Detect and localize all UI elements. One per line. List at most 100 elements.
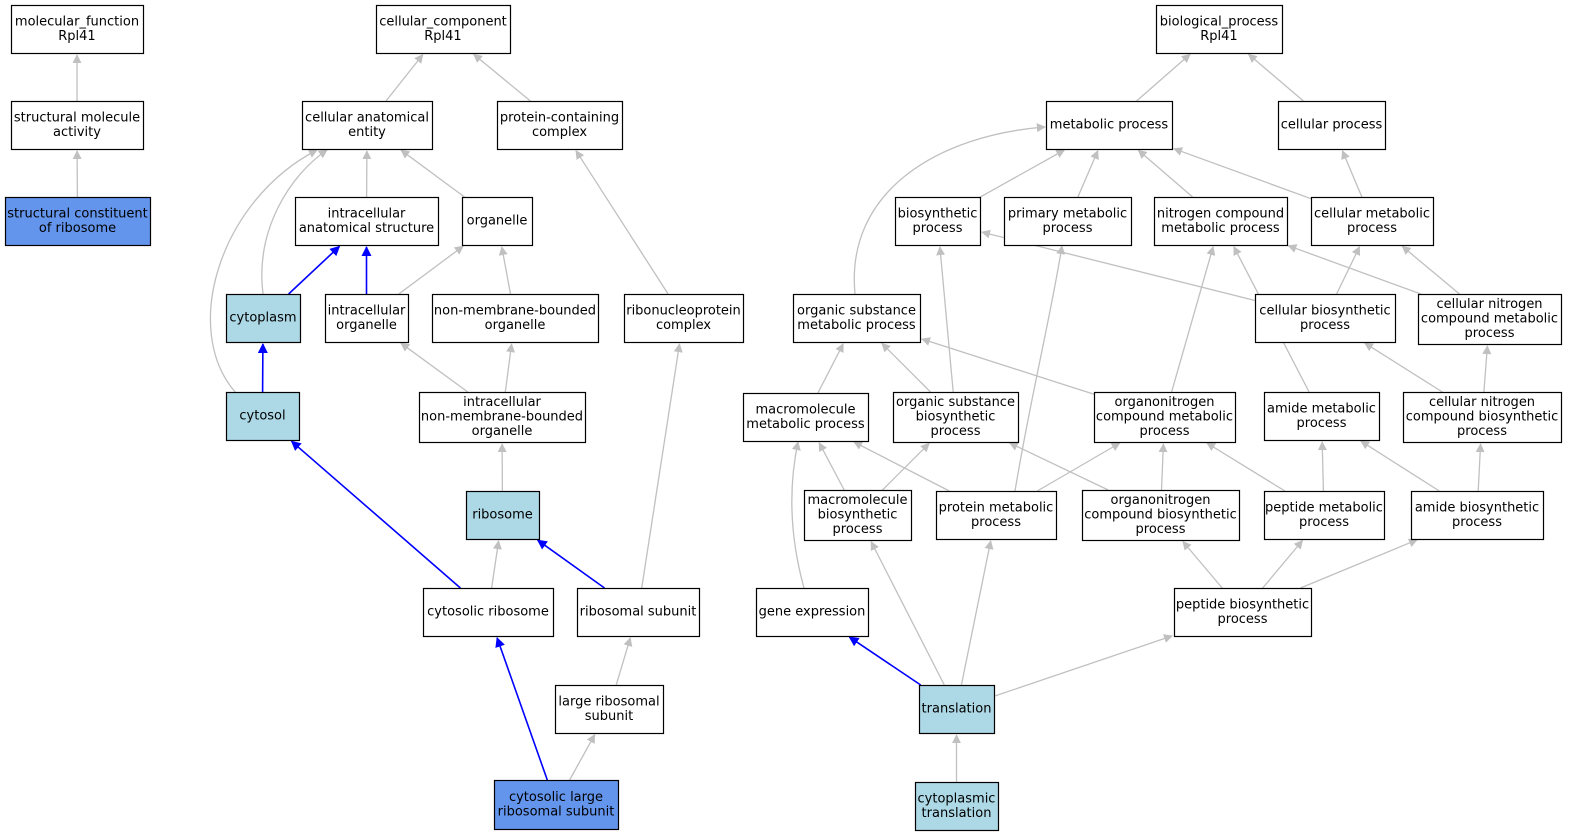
node-label-line: non-membrane-bounded: [421, 410, 583, 425]
edge-cellular-nitrogen-compound-metabolic-process-to-cellular-metabolic-process: [1401, 245, 1460, 295]
node-label-line: ribonucleoprotein: [626, 303, 741, 318]
node-box: [4, 196, 152, 247]
node-label-line: organelle: [336, 318, 397, 333]
node-intracellular-nmb-organelle[interactable]: intracellularnon-membrane-boundedorganel…: [418, 391, 587, 444]
node-label-line: process: [1136, 522, 1186, 537]
edge-protein-metabolic-process-to-primary-metabolic-process: [1014, 245, 1066, 492]
node-label-line: biosynthetic: [818, 508, 898, 523]
node-label-line: biosynthetic: [898, 206, 978, 221]
node-cytosolic-ribosome[interactable]: cytosolic ribosome: [422, 587, 555, 638]
node-gene-expression[interactable]: gene expression: [755, 587, 870, 638]
node-label-line: cellular anatomical: [305, 110, 429, 125]
node-label-line: compound metabolic: [1421, 312, 1558, 327]
node-label-line: organelle: [467, 214, 528, 229]
edge-cytosolic-large-ribosomal-subunit-to-large-ribosomal-subunit: [569, 733, 596, 781]
edge-organic-substance-biosynthetic-process-to-organic-substance-metabolic-process: [881, 342, 931, 393]
node-translation[interactable]: translation: [918, 684, 996, 735]
node-organelle[interactable]: organelle: [461, 196, 534, 247]
node-label-line: intracellular: [463, 395, 541, 410]
node-cytosol[interactable]: cytosol: [225, 391, 301, 442]
edge-amide-biosynthetic-process-to-amide-metabolic-process: [1360, 440, 1440, 492]
node-ribosomal-subunit[interactable]: ribosomal subunit: [576, 587, 701, 638]
node-label-line: process: [1140, 424, 1190, 439]
node-label-line: activity: [53, 125, 101, 140]
node-label-line: translation: [922, 806, 992, 821]
node-label-line: process: [1297, 416, 1347, 431]
node-box: [1263, 490, 1386, 541]
node-box: [1081, 489, 1241, 542]
edge-cellular-nitrogen-compound-biosynthetic-process-to-cellular-nitrogen-compound-metabolic-process: [1482, 345, 1492, 393]
node-cellular-process[interactable]: cellular process: [1277, 100, 1387, 151]
node-box: [461, 196, 534, 247]
node-label-line: process: [971, 515, 1021, 530]
edge-protein-metabolic-process-to-organonitrogen-compound-metabolic-process: [1036, 442, 1121, 492]
node-label-line: process: [913, 221, 963, 236]
edge-organic-substance-biosynthetic-process-to-biosynthetic-process: [936, 246, 954, 393]
node-label-line: biosynthetic: [916, 410, 996, 425]
node-label-line: macromolecule: [807, 493, 907, 508]
node-label-line: amide metabolic: [1267, 401, 1376, 416]
edge-organonitrogen-compound-biosynthetic-process-to-organic-substance-biosynthetic-process: [1008, 442, 1109, 491]
node-label-line: process: [1300, 318, 1350, 333]
edge-ribosomal-subunit-to-ribonucleoprotein-complex: [641, 343, 683, 589]
edge-organonitrogen-compound-biosynthetic-process-to-organonitrogen-compound-metabolic-process: [1158, 443, 1168, 491]
node-box: [225, 293, 302, 344]
node-label-line: molecular_function: [15, 14, 139, 29]
edge-ribosomal-subunit-to-ribosome: [536, 539, 605, 589]
node-ribosome[interactable]: ribosome: [465, 490, 541, 541]
node-box: [10, 4, 145, 55]
edge-peptide-biosynthetic-process-to-amide-biosynthetic-process: [1300, 538, 1418, 589]
node-label-line: primary metabolic: [1008, 206, 1127, 221]
node-label-line: translation: [922, 702, 992, 717]
node-label-line: intracellular: [328, 303, 406, 318]
node-box: [496, 100, 624, 151]
node-metabolic-process[interactable]: metabolic process: [1045, 100, 1174, 151]
edge-cellular-anatomical-entity-to-cc-root: [385, 53, 424, 102]
node-label-line: process: [833, 522, 883, 537]
node-label-line: intracellular: [328, 206, 406, 221]
node-cytoplasm[interactable]: cytoplasm: [225, 293, 302, 344]
edge-metabolic-process-to-bp-root: [1136, 53, 1191, 102]
node-box: [225, 391, 301, 442]
node-label-line: organonitrogen: [1111, 493, 1211, 508]
node-box: [1093, 391, 1237, 444]
edge-large-ribosomal-subunit-to-ribosomal-subunit: [615, 637, 633, 686]
node-label-line: process: [1457, 424, 1507, 439]
edge-non-membrane-bounded-organelle-to-organelle: [498, 246, 512, 295]
edge-intracellular-nmb-organelle-to-non-membrane-bounded-organelle: [504, 343, 516, 393]
node-box: [1410, 490, 1545, 541]
edge-intracellular-organelle-to-organelle: [398, 245, 464, 295]
